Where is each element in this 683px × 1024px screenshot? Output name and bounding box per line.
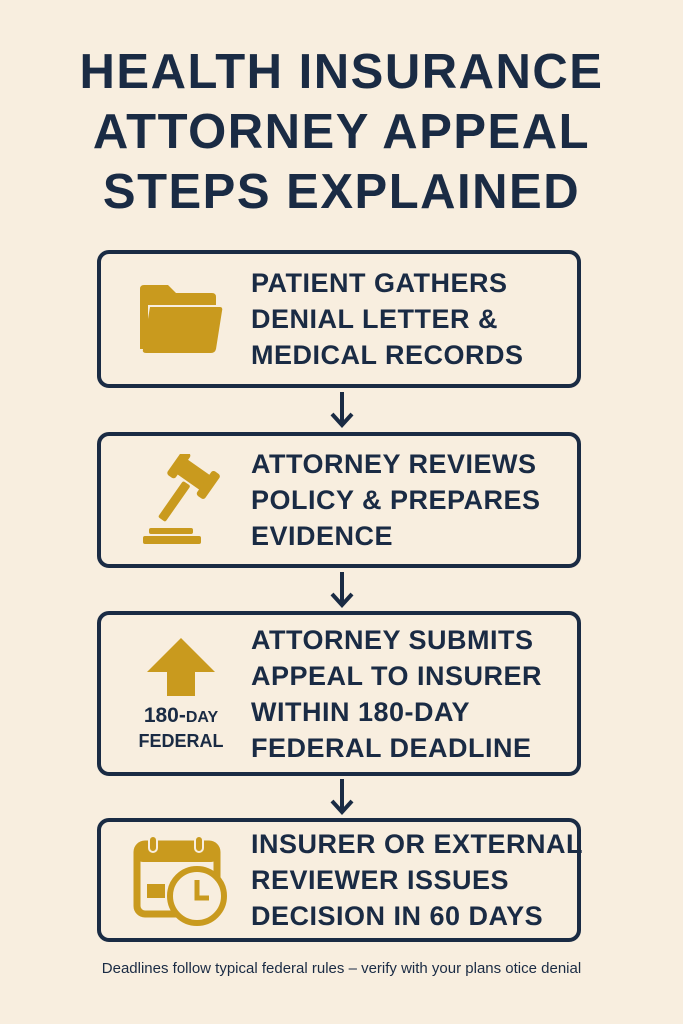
step-line: EVIDENCE [251, 521, 394, 551]
title-line: HEALTH INSURANCE [79, 45, 604, 99]
badge-number: 180- [143, 703, 186, 727]
step-text: ATTORNEY REVIEWS POLICY & PREPARES EVIDE… [251, 446, 541, 554]
folder-icon [131, 283, 231, 355]
step-line: REVIEWER ISSUES [251, 865, 510, 895]
step-line: POLICY & PREPARES [251, 485, 541, 515]
step-2-box: ATTORNEY REVIEWS POLICY & PREPARES EVIDE… [97, 432, 581, 568]
badge-unit: DAY [185, 708, 219, 726]
page-title: HEALTH INSURANCE ATTORNEY APPEAL STEPS E… [0, 42, 683, 222]
deadline-badge: 180-DAY FEDERAL [123, 636, 239, 752]
title-line: ATTORNEY APPEAL [92, 105, 591, 159]
step-1-box: PATIENT GATHERS DENIAL LETTER & MEDICAL … [97, 250, 581, 388]
gavel-icon [131, 454, 231, 546]
step-line: DENIAL LETTER & [251, 304, 499, 334]
calendar-clock-icon [131, 834, 231, 926]
step-text: ATTORNEY SUBMITS APPEAL TO INSURER WITHI… [251, 622, 542, 766]
step-line: FEDERAL DEADLINE [251, 732, 532, 763]
step-text: PATIENT GATHERS DENIAL LETTER & MEDICAL … [251, 265, 524, 373]
step-line: APPEAL TO INSURER [251, 660, 543, 691]
badge-days: 180-DAY [144, 704, 218, 730]
up-arrow-icon [147, 637, 215, 696]
step-4-box: INSURER OR EXTERNAL REVIEWER ISSUES DECI… [97, 818, 583, 942]
down-arrow-icon [330, 779, 354, 815]
step-line: INSURER OR EXTERNAL [251, 829, 584, 859]
badge-label: FEDERAL [138, 730, 224, 751]
step-line: MEDICAL RECORDS [251, 340, 524, 370]
title-line: STEPS EXPLAINED [102, 165, 581, 219]
footer-note: Deadlines follow typical federal rules –… [101, 960, 582, 977]
down-arrow-icon [330, 572, 354, 608]
step-text: INSURER OR EXTERNAL REVIEWER ISSUES DECI… [251, 826, 583, 934]
step-line: ATTORNEY REVIEWS [251, 449, 537, 479]
step-line: WITHIN 180-DAY [251, 696, 471, 727]
step-3-box: 180-DAY FEDERAL ATTORNEY SUBMITS APPEAL … [97, 611, 581, 776]
down-arrow-icon [330, 392, 354, 428]
step-line: PATIENT GATHERS [251, 268, 508, 298]
step-line: DECISION IN 60 DAYS [251, 901, 544, 931]
step-line: ATTORNEY SUBMITS [251, 624, 534, 655]
